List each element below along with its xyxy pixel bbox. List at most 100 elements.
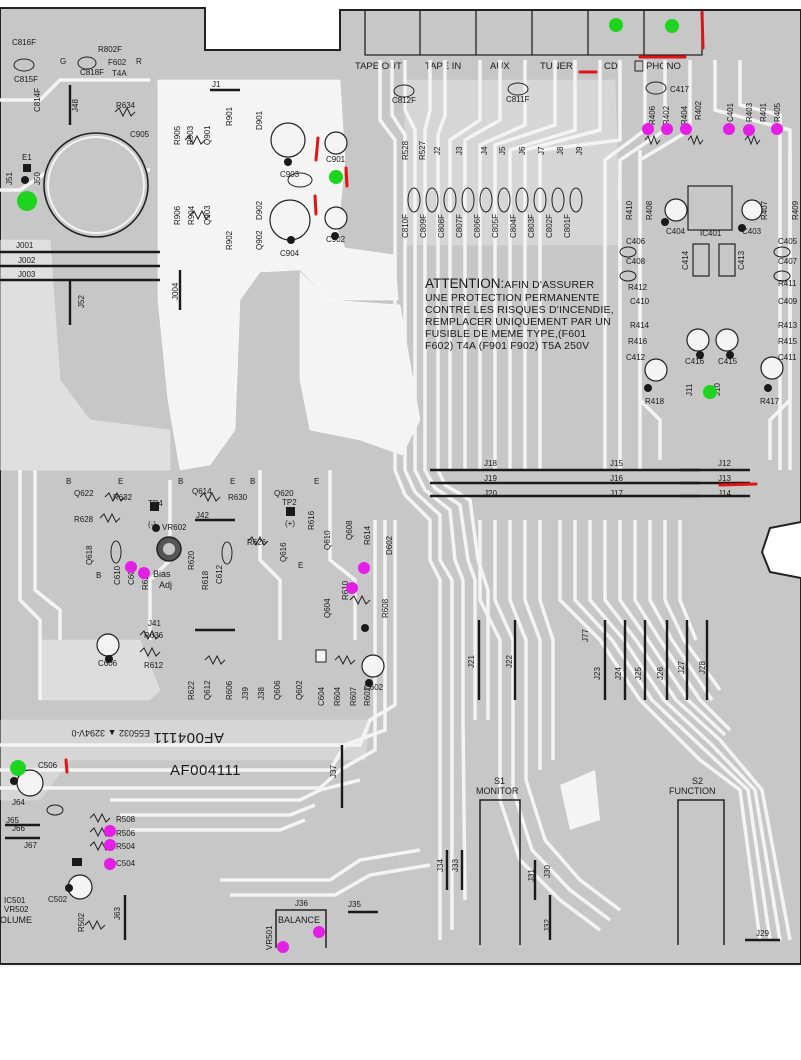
svg-text:(-): (-) <box>148 520 156 529</box>
svg-text:R901: R901 <box>225 106 234 126</box>
svg-text:Q902: Q902 <box>255 230 264 250</box>
svg-text:J30: J30 <box>543 865 552 878</box>
svg-text:Q901: Q901 <box>203 125 212 145</box>
svg-text:R612: R612 <box>144 661 164 670</box>
svg-text:J15: J15 <box>610 459 623 468</box>
black-pads <box>10 158 772 892</box>
warning-line1: AFIN D'ASSURER <box>504 279 594 291</box>
svg-text:B: B <box>178 477 183 486</box>
svg-text:J8: J8 <box>556 146 565 155</box>
svg-text:(+): (+) <box>285 519 295 528</box>
svg-text:R406: R406 <box>648 105 657 125</box>
svg-text:C811F: C811F <box>506 95 530 104</box>
s2-name-label: FUNCTION <box>669 786 716 796</box>
green-marker <box>609 18 623 32</box>
svg-text:Q614: Q614 <box>192 487 212 496</box>
transformer-ring <box>43 132 149 238</box>
red-marker <box>313 194 318 216</box>
svg-text:C409: C409 <box>778 297 798 306</box>
magenta-marker <box>723 123 735 135</box>
svg-text:J21: J21 <box>467 655 476 668</box>
bias-label: Bias <box>153 569 171 579</box>
tp2-label: TP2 <box>282 498 297 507</box>
mirror-code: E55032 ▲ 3294V-0 <box>72 728 150 738</box>
svg-text:R636: R636 <box>144 631 164 640</box>
svg-text:R402: R402 <box>694 100 703 120</box>
svg-text:C408: C408 <box>626 257 646 266</box>
svg-text:R508: R508 <box>116 815 136 824</box>
svg-text:J6: J6 <box>518 146 527 155</box>
svg-text:J24: J24 <box>614 667 623 680</box>
svg-text:R413: R413 <box>778 321 798 330</box>
tp4-label: TP4 <box>148 499 163 508</box>
magenta-marker <box>680 123 692 135</box>
svg-text:R602: R602 <box>363 686 372 706</box>
svg-text:R904: R904 <box>187 205 196 225</box>
svg-text:J5: J5 <box>498 146 507 155</box>
magenta-markers <box>104 123 783 953</box>
warning-head: ATTENTION: <box>425 276 504 291</box>
svg-text:J32: J32 <box>543 919 552 932</box>
magenta-marker <box>104 825 116 837</box>
svg-text:C405: C405 <box>778 237 798 246</box>
svg-text:E: E <box>314 477 319 486</box>
magenta-marker <box>358 562 370 574</box>
svg-text:C415: C415 <box>718 357 738 366</box>
svg-text:Q618: Q618 <box>85 545 94 565</box>
svg-text:R630: R630 <box>228 493 248 502</box>
warning-line4: REMPLACER UNIQUEMENT PAR UN <box>425 316 611 328</box>
svg-text:C803F: C803F <box>527 214 536 238</box>
svg-text:C902: C902 <box>326 235 346 244</box>
svg-text:J19: J19 <box>484 474 497 483</box>
svg-text:R417: R417 <box>760 397 780 406</box>
svg-text:R502: R502 <box>77 912 86 932</box>
red-marker <box>700 10 705 50</box>
svg-text:J10: J10 <box>713 383 722 396</box>
s1-ref-label: S1 <box>494 776 505 786</box>
svg-text:J20: J20 <box>484 489 497 498</box>
magenta-marker <box>661 123 673 135</box>
svg-text:C412: C412 <box>626 353 646 362</box>
svg-text:C801F: C801F <box>563 214 572 238</box>
svg-text:R906: R906 <box>173 205 182 225</box>
volume-label: OLUME <box>0 915 32 925</box>
balance-label: BALANCE <box>278 915 320 925</box>
svg-text:J29: J29 <box>756 929 769 938</box>
svg-text:J31: J31 <box>527 869 536 882</box>
svg-text:J77: J77 <box>581 629 590 642</box>
svg-text:R607: R607 <box>349 686 358 706</box>
green-markers <box>10 18 717 776</box>
fuse-warning: ATTENTION:AFIN D'ASSURER UNE PROTECTION … <box>425 276 614 352</box>
svg-text:C612: C612 <box>215 564 224 584</box>
svg-text:C808F: C808F <box>437 214 446 238</box>
svg-text:Q620: Q620 <box>274 489 294 498</box>
magenta-marker <box>104 858 116 870</box>
svg-text:R622: R622 <box>187 680 196 700</box>
svg-text:C904: C904 <box>280 249 300 258</box>
svg-text:R411: R411 <box>778 279 797 288</box>
svg-text:C604: C604 <box>317 686 326 706</box>
svg-text:E: E <box>118 477 123 486</box>
f602-rating-label: T4A <box>112 69 127 78</box>
svg-text:R414: R414 <box>630 321 650 330</box>
svg-text:D602: D602 <box>385 535 394 555</box>
svg-text:J33: J33 <box>451 859 460 872</box>
svg-text:B: B <box>96 571 101 580</box>
svg-text:ATTENTION:AFIN D'ASSURER: ATTENTION:AFIN D'ASSURER <box>425 276 594 291</box>
svg-text:C602: C602 <box>364 683 384 692</box>
svg-text:J39: J39 <box>241 687 250 700</box>
svg-text:R620: R620 <box>187 550 196 570</box>
svg-text:C506: C506 <box>38 761 58 770</box>
svg-text:R902: R902 <box>225 230 234 250</box>
svg-text:J3: J3 <box>455 146 464 155</box>
svg-text:R632: R632 <box>113 493 133 502</box>
resistor-symbols <box>84 106 761 931</box>
svg-text:C804F: C804F <box>509 214 518 238</box>
board-code: AF004111 <box>170 762 241 779</box>
svg-text:C816F: C816F <box>12 38 36 47</box>
svg-text:B: B <box>66 477 71 486</box>
svg-text:Q608: Q608 <box>345 520 354 540</box>
svg-text:J9: J9 <box>575 146 584 155</box>
svg-text:J17: J17 <box>610 489 623 498</box>
film-capacitors <box>13 56 791 816</box>
